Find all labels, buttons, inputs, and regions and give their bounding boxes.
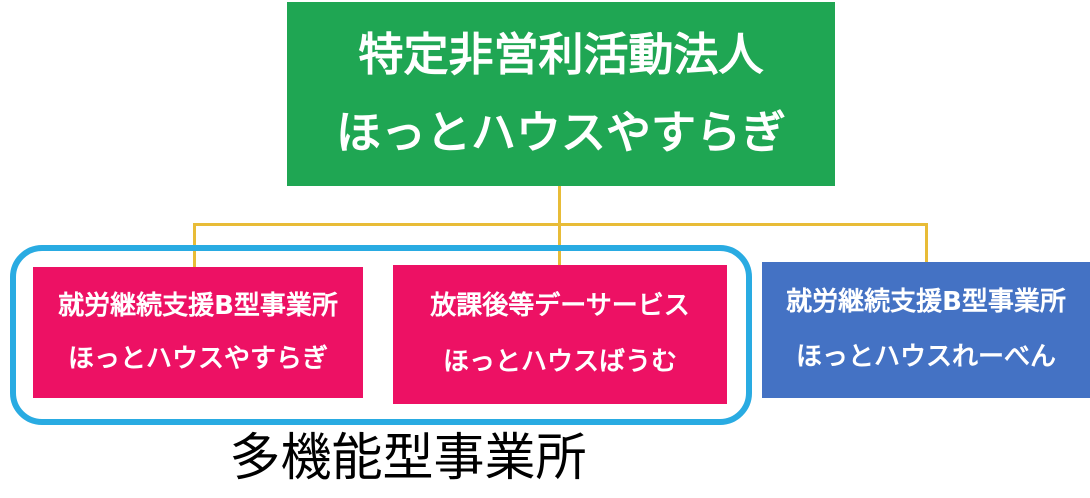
- node-b-type-yasuragi-line1: 就労継続支援B型事業所: [58, 290, 338, 321]
- connector-drop-middle: [558, 223, 561, 266]
- root-node-title-line1: 特定非営利活動法人: [358, 28, 764, 82]
- node-day-service-baum-line2: ほっとハウスばうむ: [442, 347, 677, 378]
- node-b-type-leben-line2: ほっとハウスれーべん: [795, 342, 1056, 373]
- node-day-service-baum-line1: 放課後等デーサービス: [430, 291, 690, 322]
- node-b-type-yasuragi: 就労継続支援B型事業所 ほっとハウスやすらぎ: [33, 267, 363, 398]
- node-b-type-yasuragi-line2: ほっとハウスやすらぎ: [67, 343, 328, 374]
- connector-drop-right: [925, 223, 928, 263]
- node-b-type-leben-line1: 就労継続支援B型事業所: [786, 287, 1066, 318]
- multifunction-group-outline: [10, 245, 752, 425]
- root-node-npo: 特定非営利活動法人 ほっとハウスやすらぎ: [287, 2, 835, 186]
- connector-trunk-vertical: [558, 186, 561, 224]
- node-day-service-baum: 放課後等デーサービス ほっとハウスばうむ: [393, 265, 727, 404]
- multifunction-group-label: 多機能型事業所: [229, 429, 587, 488]
- root-node-title-line2: ほっとハウスやすらぎ: [335, 106, 786, 160]
- node-b-type-leben: 就労継続支援B型事業所 ほっとハウスれーべん: [762, 262, 1090, 398]
